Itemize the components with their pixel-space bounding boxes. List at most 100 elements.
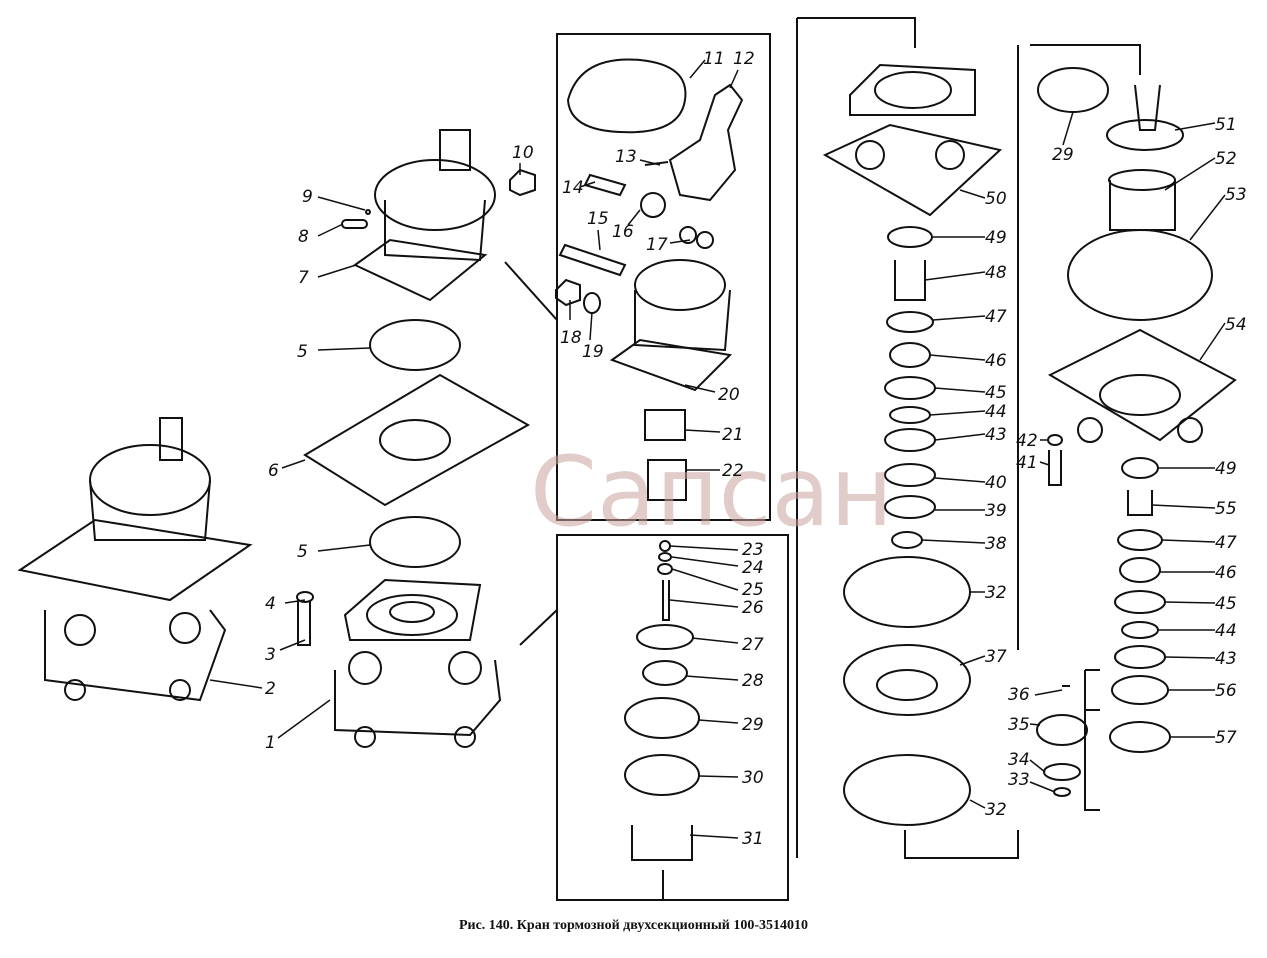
label-54: 54 bbox=[1225, 315, 1247, 335]
pin-9 bbox=[365, 209, 371, 215]
label-37: 37 bbox=[985, 647, 1007, 667]
watermark-text: Сапсан bbox=[530, 436, 893, 548]
label-39: 39 bbox=[985, 501, 1007, 521]
housing-50 bbox=[822, 63, 1003, 217]
frame-upper-middle bbox=[504, 33, 771, 521]
label-31: 31 bbox=[742, 829, 764, 849]
part-labels: 1 2 3 4 5 5 6 7 8 9 10 11 12 13 14 15 16… bbox=[265, 49, 1247, 849]
washer-4 bbox=[296, 591, 314, 603]
label-56: 56 bbox=[1215, 681, 1237, 701]
cap-11 bbox=[566, 58, 687, 134]
label-4: 4 bbox=[265, 594, 276, 614]
axle-15 bbox=[558, 243, 627, 277]
label-20: 20 bbox=[718, 385, 740, 405]
bushing-17a bbox=[679, 226, 697, 244]
ring-5-lower bbox=[369, 516, 461, 568]
frame-right-left bbox=[796, 17, 916, 858]
label-24: 24 bbox=[742, 558, 764, 578]
stem-51 bbox=[1134, 84, 1161, 131]
label-16: 16 bbox=[612, 222, 634, 242]
label-57: 57 bbox=[1215, 728, 1237, 748]
plate-6 bbox=[303, 373, 531, 507]
label-29-right: 29 bbox=[1052, 145, 1074, 165]
label-11: 11 bbox=[703, 49, 725, 69]
label-2: 2 bbox=[265, 679, 276, 699]
label-35: 35 bbox=[1008, 715, 1030, 735]
figure-caption: Рис. 140. Кран тормозной двухсекционный … bbox=[458, 918, 809, 933]
label-49a: 49 bbox=[985, 228, 1007, 248]
ring-53 bbox=[1067, 229, 1213, 321]
label-22: 22 bbox=[722, 461, 744, 481]
roller-14 bbox=[583, 173, 627, 197]
valve-28 bbox=[642, 660, 688, 686]
label-53: 53 bbox=[1225, 185, 1247, 205]
label-21: 21 bbox=[722, 425, 744, 445]
label-43b: 43 bbox=[1215, 649, 1237, 669]
plug-18 bbox=[555, 278, 581, 307]
label-47a: 47 bbox=[985, 307, 1007, 327]
label-41: 41 bbox=[1016, 453, 1038, 473]
frame-lower-middle bbox=[519, 534, 789, 901]
piston-27 bbox=[636, 624, 694, 650]
label-14: 14 bbox=[562, 178, 584, 198]
spring-31 bbox=[631, 825, 693, 861]
label-25: 25 bbox=[742, 580, 764, 600]
label-44b: 44 bbox=[1215, 621, 1237, 641]
sleeve-22 bbox=[647, 459, 687, 501]
label-1: 1 bbox=[265, 733, 276, 753]
sleeve-21 bbox=[644, 409, 686, 441]
seat-40 bbox=[884, 463, 936, 487]
label-23: 23 bbox=[742, 540, 764, 560]
label-18: 18 bbox=[560, 328, 582, 348]
label-47b: 47 bbox=[1215, 533, 1237, 553]
label-13: 13 bbox=[615, 147, 637, 167]
label-46a: 46 bbox=[985, 351, 1007, 371]
lower-housing-1 bbox=[334, 578, 502, 748]
label-3: 3 bbox=[265, 645, 276, 665]
ring-47 bbox=[886, 311, 934, 333]
label-5b: 5 bbox=[297, 542, 308, 562]
seat-30 bbox=[624, 754, 700, 796]
valve-35 bbox=[1036, 714, 1088, 746]
label-38: 38 bbox=[985, 534, 1007, 554]
sleeve-55 bbox=[1127, 490, 1153, 516]
bushing-17b bbox=[696, 231, 714, 249]
cover-7 bbox=[353, 129, 496, 302]
label-29: 29 bbox=[742, 715, 764, 735]
label-28: 28 bbox=[742, 671, 764, 691]
label-33: 33 bbox=[1008, 770, 1030, 790]
label-45b: 45 bbox=[1215, 594, 1237, 614]
bolt-41 bbox=[1048, 450, 1062, 486]
washer-42 bbox=[1047, 434, 1063, 446]
label-45a: 45 bbox=[985, 383, 1007, 403]
label-49b: 49 bbox=[1215, 459, 1237, 479]
ring-32-lower bbox=[843, 754, 971, 826]
label-30: 30 bbox=[742, 768, 764, 788]
clip-39 bbox=[884, 495, 936, 519]
label-7: 7 bbox=[298, 268, 309, 288]
frame-bottom-connector bbox=[904, 830, 1019, 859]
housing-54 bbox=[1047, 328, 1237, 443]
lever-12 bbox=[668, 83, 744, 202]
spring-46-right bbox=[1119, 557, 1161, 583]
disc-51 bbox=[1106, 119, 1184, 151]
label-50: 50 bbox=[985, 189, 1007, 209]
piston-37 bbox=[843, 644, 971, 716]
label-27: 27 bbox=[742, 635, 764, 655]
label-46b: 46 bbox=[1215, 563, 1237, 583]
label-34: 34 bbox=[1008, 750, 1030, 770]
label-6: 6 bbox=[268, 461, 279, 481]
label-32b: 32 bbox=[985, 800, 1007, 820]
bolt-3 bbox=[297, 600, 311, 646]
exploded-view-diagram: Сапсан bbox=[17, 17, 1237, 901]
label-40: 40 bbox=[985, 473, 1007, 493]
label-5a: 5 bbox=[297, 342, 308, 362]
ring-29 bbox=[624, 697, 700, 739]
label-51: 51 bbox=[1215, 115, 1237, 135]
label-15: 15 bbox=[587, 209, 609, 229]
label-52: 52 bbox=[1215, 149, 1237, 169]
label-42: 42 bbox=[1016, 431, 1038, 451]
label-44a: 44 bbox=[985, 402, 1007, 422]
frame-small-bracket bbox=[1084, 669, 1100, 811]
frame-far-right bbox=[1017, 44, 1141, 650]
